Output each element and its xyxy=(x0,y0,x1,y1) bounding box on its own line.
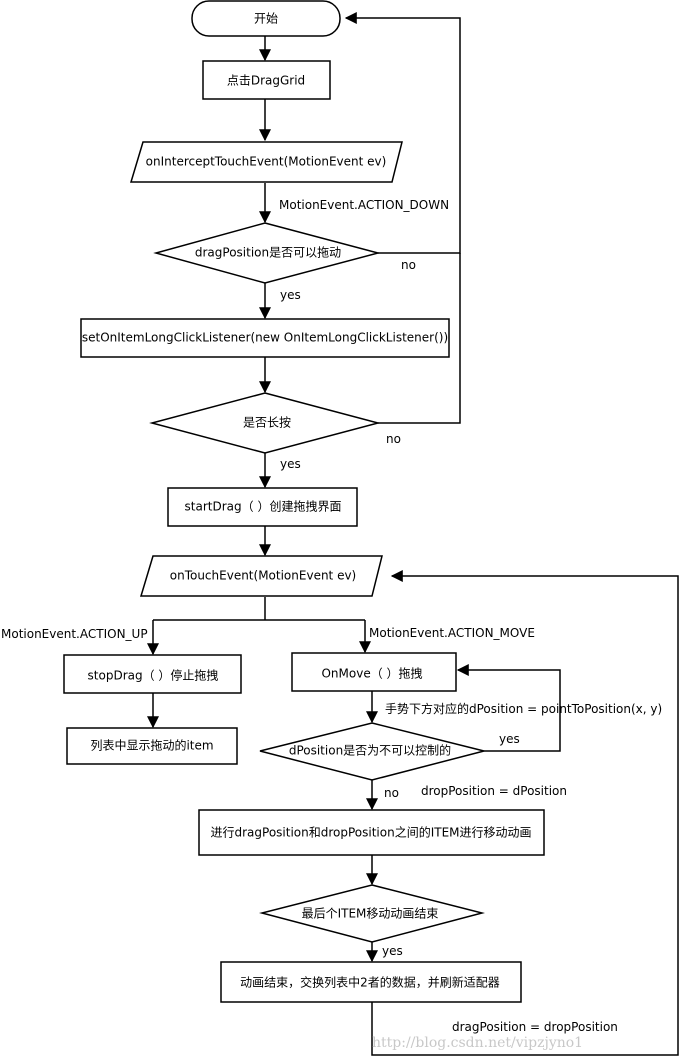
node-swap-data xyxy=(220,961,522,1003)
node-drag-position-check xyxy=(153,222,381,284)
label-point-to-position: 手势下方对应的dPosition = pointToPosition(x, y) xyxy=(385,701,662,716)
node-click-grid-label: 点击DragGrid xyxy=(227,74,305,88)
label-drop-eq-d: dropPosition = dPosition xyxy=(421,784,567,798)
node-set-long-click xyxy=(80,318,450,358)
label-drag-eq-drop: dragPosition = dropPosition xyxy=(452,1020,618,1034)
label-dragcheck-no: no xyxy=(401,258,416,272)
label-dposcheck-no: no xyxy=(384,786,399,800)
edge-labels: MotionEvent.ACTION_DOWN no yes no yes Mo… xyxy=(1,198,662,1034)
label-action-move: MotionEvent.ACTION_MOVE xyxy=(369,626,535,640)
nodes: 开始 点击DragGrid onInterceptTouchEvent(Moti… xyxy=(63,0,545,1003)
label-action-up: MotionEvent.ACTION_UP xyxy=(1,627,148,641)
node-last-item-check-label: 最后个ITEM移动动画结束 xyxy=(302,907,439,921)
edge-dposcheck-yes-loop xyxy=(456,664,561,752)
node-on-move xyxy=(291,652,457,692)
node-show-item xyxy=(66,727,238,765)
node-start-label: 开始 xyxy=(254,12,278,26)
edges xyxy=(147,11,679,1056)
node-last-item-check xyxy=(259,884,485,943)
node-on-touch-event-label: onTouchEvent(MotionEvent ev) xyxy=(170,569,357,583)
node-swap-data-label: 动画结束，交换列表中2者的数据，并刷新适配器 xyxy=(240,975,500,990)
node-start-drag-label: startDrag（ ）创建拖拽界面 xyxy=(185,500,342,514)
label-longpress-no: no xyxy=(386,432,401,446)
node-set-long-click-label: setOnItemLongClickListener(new OnItemLon… xyxy=(82,331,448,345)
node-on-touch-event xyxy=(139,555,383,597)
edge-swap-loop-to-touch xyxy=(371,570,679,1056)
node-click-grid xyxy=(202,60,331,100)
node-stop-drag-label: stopDrag（ ）停止拖拽 xyxy=(88,668,219,683)
node-long-press-check-label: 是否长按 xyxy=(243,416,291,430)
node-start xyxy=(191,0,341,37)
watermark-text: http://blog.csdn.net/vipzjyno1 xyxy=(372,1035,583,1051)
label-dragcheck-yes: yes xyxy=(280,288,301,302)
node-move-animation-label: 进行dragPosition和dropPosition之间的ITEM进行移动动画 xyxy=(210,825,531,840)
label-action-down: MotionEvent.ACTION_DOWN xyxy=(279,198,449,212)
node-intercept-touch-label: onInterceptTouchEvent(MotionEvent ev) xyxy=(146,155,387,169)
node-start-drag xyxy=(167,487,358,527)
node-drag-position-check-label: dragPosition是否可以拖动 xyxy=(195,246,341,260)
node-dposition-check-label: dPosition是否为不可以控制的 xyxy=(289,743,451,758)
edge-longpress-no-loop xyxy=(378,253,461,424)
node-on-move-label: OnMove（ ）拖拽 xyxy=(321,667,422,681)
node-intercept-touch xyxy=(129,141,403,183)
node-long-press-check xyxy=(149,392,381,454)
edge-dragcheck-no-loop xyxy=(344,11,461,254)
node-show-item-label: 列表中显示拖动的item xyxy=(90,738,213,753)
label-lastcheck-yes: yes xyxy=(382,944,403,958)
label-dposcheck-yes: yes xyxy=(499,732,520,746)
label-longpress-yes: yes xyxy=(280,457,301,471)
node-dposition-check xyxy=(259,722,485,781)
node-stop-drag xyxy=(63,654,242,694)
node-move-animation xyxy=(198,809,545,856)
